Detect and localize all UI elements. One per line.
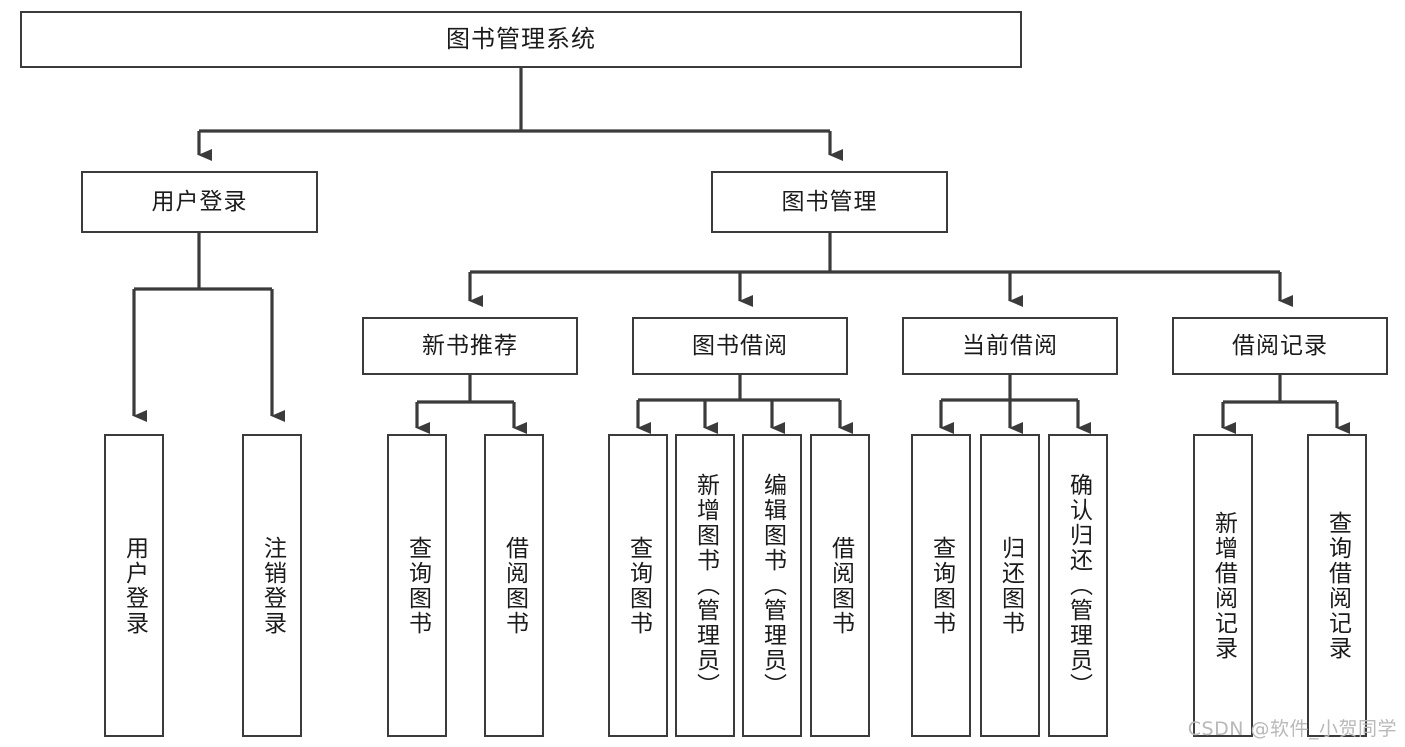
leaf-return-book-label: 归还图书 [997, 535, 1024, 636]
node-user-login[interactable]: 用户登录 [81, 171, 318, 233]
leaf-user-login[interactable]: 用户登录 [104, 434, 164, 737]
node-root-book-management-system[interactable]: 图书管理系统 [20, 11, 1022, 68]
csdn-watermark: CSDN @软件_小贺同学 [1187, 718, 1397, 740]
leaf-add-record-label: 新增借阅记录 [1210, 510, 1237, 661]
leaf-edit-book[interactable]: 编辑图书（管理员） [742, 434, 802, 737]
leaf-borrow-book-2-label: 借阅图书 [827, 535, 854, 636]
leaf-borrow-book-1[interactable]: 借阅图书 [484, 434, 544, 737]
leaf-query-book-3[interactable]: 查询图书 [911, 434, 971, 737]
node-book-management[interactable]: 图书管理 [711, 171, 948, 233]
node-current-borrowing[interactable]: 当前借阅 [902, 317, 1118, 375]
leaf-query-book-2-label: 查询图书 [625, 535, 652, 636]
leaf-edit-book-label: 编辑图书（管理员） [759, 473, 786, 698]
leaf-logout-label: 注销登录 [259, 535, 286, 636]
leaf-query-book-1[interactable]: 查询图书 [387, 434, 447, 737]
leaf-query-book-2[interactable]: 查询图书 [608, 434, 668, 737]
leaf-borrow-book-2[interactable]: 借阅图书 [810, 434, 870, 737]
node-new-book-recommendation[interactable]: 新书推荐 [362, 317, 578, 375]
leaf-user-login-label: 用户登录 [121, 535, 148, 636]
node-book-borrowing[interactable]: 图书借阅 [632, 317, 848, 375]
leaf-logout[interactable]: 注销登录 [242, 434, 302, 737]
leaf-confirm-return[interactable]: 确认归还（管理员） [1048, 434, 1108, 737]
leaf-query-book-1-label: 查询图书 [404, 535, 431, 636]
leaf-query-book-3-label: 查询图书 [928, 535, 955, 636]
leaf-query-record-label: 查询借阅记录 [1324, 510, 1351, 661]
leaf-add-book-label: 新增图书（管理员） [692, 473, 719, 698]
leaf-borrow-book-1-label: 借阅图书 [501, 535, 528, 636]
leaf-return-book[interactable]: 归还图书 [980, 434, 1040, 737]
leaf-add-book[interactable]: 新增图书（管理员） [675, 434, 735, 737]
node-borrowing-record[interactable]: 借阅记录 [1172, 317, 1388, 375]
leaf-add-record[interactable]: 新增借阅记录 [1193, 434, 1253, 737]
leaf-confirm-return-label: 确认归还（管理员） [1065, 473, 1092, 698]
leaf-query-record[interactable]: 查询借阅记录 [1307, 434, 1367, 737]
